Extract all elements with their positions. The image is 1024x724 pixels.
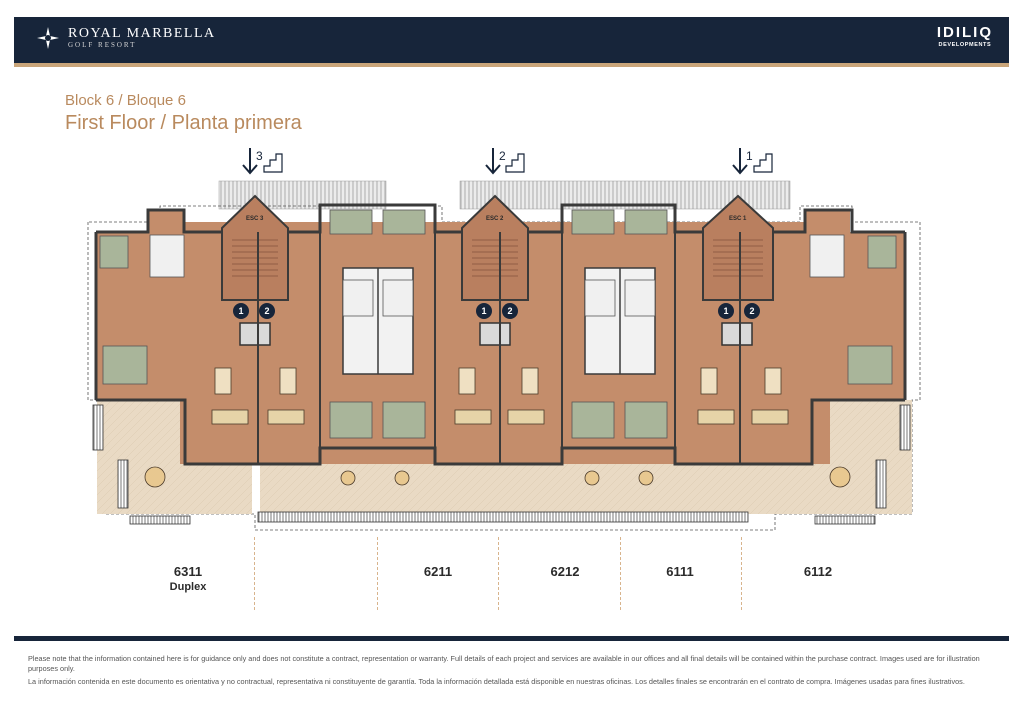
developer-subtitle: DEVELOPMENTS xyxy=(938,42,992,48)
disclaimer-en: Please note that the information contain… xyxy=(28,654,980,673)
lift-marker-label: 1 xyxy=(481,306,486,316)
bathrooms xyxy=(149,234,845,317)
brand-subtitle: GOLF RESORT xyxy=(68,41,137,49)
staircase-label-2: ESC 2 xyxy=(486,216,504,222)
building-outline xyxy=(87,205,921,531)
footer-bar xyxy=(14,636,1009,641)
title-block: Block 6 / Bloque 6 First Floor / Planta … xyxy=(65,91,302,136)
unit-label-6212: 6212 xyxy=(550,564,580,579)
lift-marker-label: 2 xyxy=(264,306,269,316)
unit-type-6311: Duplex xyxy=(169,581,207,593)
unit-separator xyxy=(498,537,499,610)
block-title: Block 6 / Bloque 6 xyxy=(65,92,186,109)
railings xyxy=(92,404,911,525)
unit-separator xyxy=(377,537,378,610)
lift-marker-label: 2 xyxy=(749,306,754,316)
dining-tables xyxy=(214,367,782,395)
lift-markers xyxy=(233,303,760,319)
disclaimer-es: La información contenida en este documen… xyxy=(28,677,965,686)
unit-label-6311: 6311 xyxy=(173,564,203,579)
staircase-label-1: ESC 1 xyxy=(729,216,747,222)
stair-number-3: 3 xyxy=(256,149,263,163)
brand-name: ROYAL MARBELLA xyxy=(68,26,216,41)
header-bar: ROYAL MARBELLA GOLF RESORT IDILIQ DEVELO… xyxy=(14,17,1009,63)
lift-marker-label: 1 xyxy=(723,306,728,316)
lift-marker-label: 2 xyxy=(507,306,512,316)
sofas xyxy=(211,409,789,425)
terrace-furniture xyxy=(144,466,851,488)
lift-marker-label: 1 xyxy=(238,306,243,316)
unit-label-6112: 6112 xyxy=(803,564,833,579)
walls xyxy=(94,203,907,466)
stair-arrows xyxy=(242,148,773,175)
beds xyxy=(99,209,897,439)
brand-logo-icon xyxy=(37,27,59,49)
unit-separator xyxy=(254,537,255,610)
floor-title: First Floor / Planta primera xyxy=(65,112,302,134)
developer-name: IDILIQ xyxy=(936,24,993,41)
unit-label-6111: 6111 xyxy=(666,564,694,579)
staircase-cores xyxy=(221,194,774,346)
unit-label-6211: 6211 xyxy=(423,564,453,579)
brand: ROYAL MARBELLA GOLF RESORT xyxy=(36,26,216,50)
stair-number-1: 1 xyxy=(746,149,753,163)
unit-separator xyxy=(620,537,621,610)
stair-number-2: 2 xyxy=(499,149,506,163)
developer-logo: IDILIQ DEVELOPMENTS xyxy=(937,24,993,49)
header-accent-rule xyxy=(14,63,1009,67)
unit-separator xyxy=(741,537,742,610)
staircase-label-3: ESC 3 xyxy=(246,216,264,222)
